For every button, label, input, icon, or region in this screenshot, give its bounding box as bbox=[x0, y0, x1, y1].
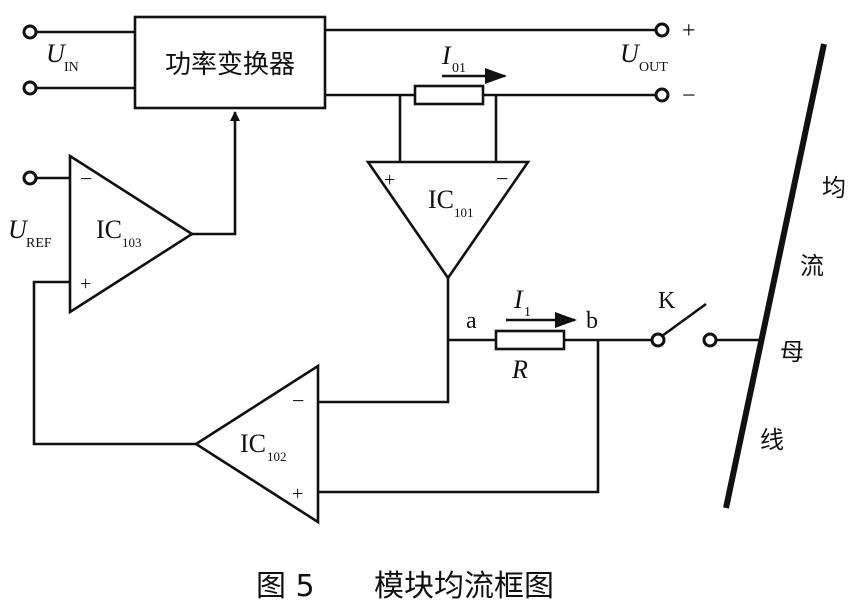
switch-k-blade bbox=[661, 302, 707, 338]
i1-label: I bbox=[513, 285, 524, 314]
switch-k-contact-left bbox=[650, 332, 666, 348]
output-minus-sign: − bbox=[682, 83, 696, 109]
ic101-plus: + bbox=[384, 169, 395, 191]
node-b-label: b bbox=[586, 308, 598, 334]
ic101-subscript: 101 bbox=[454, 205, 474, 220]
current-sharing-bus bbox=[723, 43, 827, 509]
switch-k-label: K bbox=[658, 288, 676, 314]
ic102-amplifier bbox=[193, 363, 320, 525]
i01-label: I bbox=[441, 41, 452, 70]
bus-char-4: 线 bbox=[760, 426, 784, 454]
power-converter-block bbox=[133, 15, 327, 110]
u-ref-label: U bbox=[8, 215, 29, 244]
u-in-label: U bbox=[46, 39, 67, 68]
output-terminal-positive bbox=[654, 22, 670, 38]
i1-subscript: 1 bbox=[524, 305, 531, 320]
ic103-amplifier bbox=[68, 153, 195, 315]
node-a-label: a bbox=[466, 308, 477, 334]
ic102-minus: − bbox=[292, 388, 304, 413]
ic101-output-wire bbox=[318, 278, 450, 404]
u-in-subscript: IN bbox=[64, 60, 79, 75]
bus-char-3: 母 bbox=[780, 338, 804, 366]
ic101-amplifier bbox=[365, 160, 531, 281]
r-label: R bbox=[511, 355, 528, 384]
input-terminal-top bbox=[22, 24, 38, 40]
node-b-feedback-wire bbox=[318, 340, 600, 494]
i01-subscript: 01 bbox=[452, 61, 466, 76]
ic102-name: IC bbox=[240, 429, 266, 458]
output-plus-sign: + bbox=[682, 18, 696, 44]
input-terminal-bottom bbox=[22, 80, 38, 96]
bus-char-1: 均 bbox=[822, 174, 846, 202]
u-out-label: U bbox=[620, 39, 641, 68]
ic103-name: IC bbox=[96, 215, 122, 244]
reference-input-terminal bbox=[22, 170, 38, 186]
u-out-subscript: OUT bbox=[639, 60, 668, 75]
shunt-resistor bbox=[413, 84, 485, 106]
ic101-minus: − bbox=[496, 166, 508, 191]
ic103-minus: − bbox=[80, 166, 92, 191]
ic101-name: IC bbox=[428, 185, 454, 214]
ic103-output-wire bbox=[192, 111, 240, 236]
ic102-output-feedback-wire bbox=[32, 280, 196, 446]
ic103-subscript: 103 bbox=[122, 235, 142, 250]
figure-title: 模块均流框图 bbox=[374, 569, 554, 604]
ic102-subscript: 102 bbox=[267, 449, 287, 464]
u-ref-subscript: REF bbox=[26, 236, 52, 251]
figure-number: 图 5 bbox=[256, 569, 315, 604]
switch-k-contact-right bbox=[702, 332, 718, 348]
output-terminal-negative bbox=[654, 87, 670, 103]
ic103-plus: + bbox=[80, 273, 91, 295]
sense-resistor-r bbox=[494, 329, 566, 351]
bus-char-2: 流 bbox=[800, 252, 824, 280]
ic102-plus: + bbox=[292, 483, 303, 505]
power-converter-label: 功率变换器 bbox=[165, 50, 295, 80]
